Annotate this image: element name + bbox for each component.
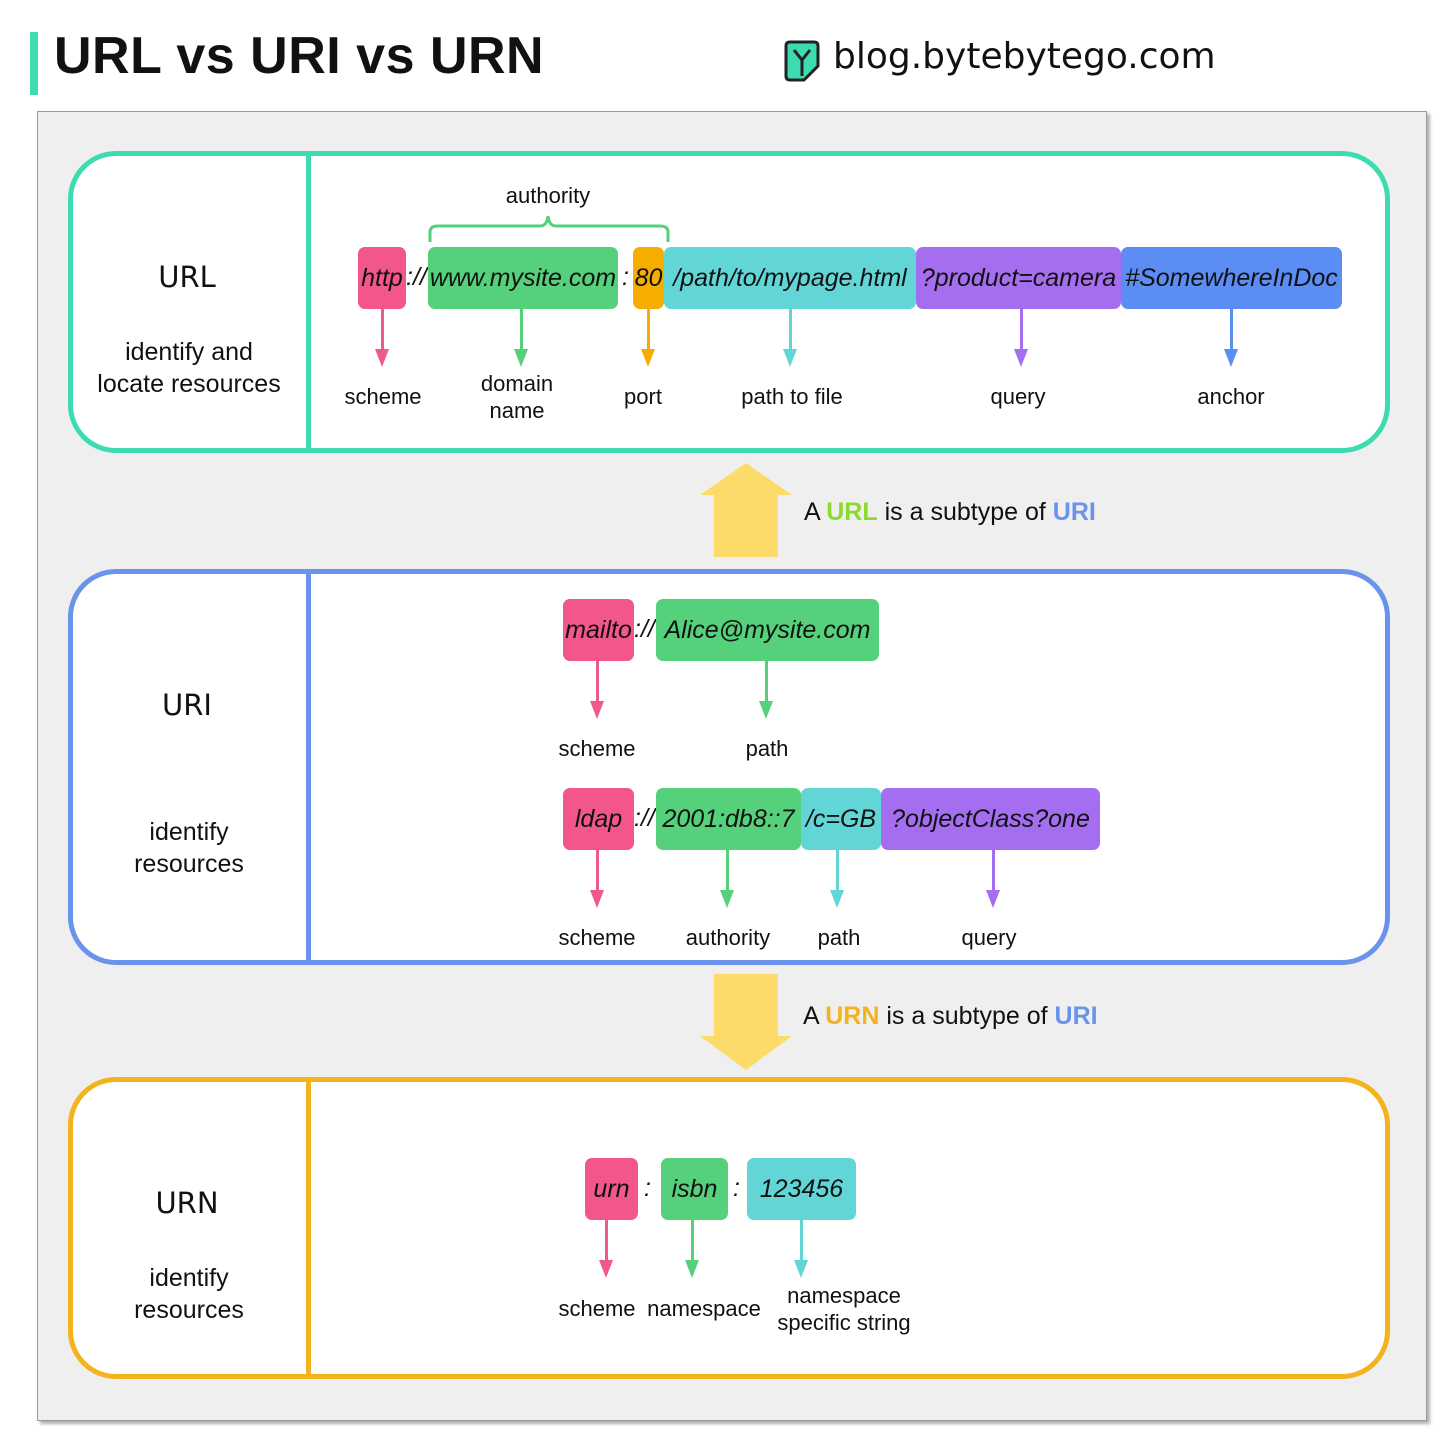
urn-desc-line1: identify bbox=[149, 1264, 229, 1292]
uri-title: URI bbox=[162, 688, 212, 722]
uri-mailto-path-box: Alice@mysite.com bbox=[656, 599, 879, 661]
url-divider bbox=[306, 156, 311, 448]
note-urn-middle: is a subtype of bbox=[886, 1002, 1048, 1030]
uri-mailto-scheme-arrow bbox=[590, 661, 604, 719]
uri-ldap-scheme-box: ldap bbox=[563, 788, 634, 850]
uri-ldap-authority-arrow bbox=[720, 850, 734, 908]
url-query-label: query bbox=[990, 384, 1046, 409]
uri-ldap-authority-label: authority bbox=[685, 925, 771, 950]
urn-subtype-note: A URN is a subtype of URI bbox=[803, 1002, 1098, 1031]
urn-divider bbox=[306, 1082, 311, 1374]
url-path-label: path to file bbox=[741, 384, 843, 409]
urn-nss-label-2: specific string bbox=[777, 1310, 911, 1335]
urn-namespace-label: namespace bbox=[647, 1296, 761, 1321]
url-port-box: 80 bbox=[633, 247, 664, 309]
url-scheme-arrow bbox=[375, 309, 389, 367]
uri-ldap-scheme-label: scheme bbox=[558, 925, 636, 950]
url-path-arrow bbox=[783, 309, 797, 367]
subtype-down-arrow bbox=[700, 974, 792, 1070]
uri-ldap-scheme-arrow bbox=[590, 850, 604, 908]
uri-desc-line1: identify bbox=[149, 818, 229, 846]
uri-ldap-path-box: /c=GB bbox=[801, 788, 881, 850]
uri-mailto-scheme-box: mailto bbox=[563, 599, 634, 661]
uri-ldap-query-label: query bbox=[961, 925, 1017, 950]
url-anchor-label: anchor bbox=[1197, 384, 1265, 409]
urn-title: URN bbox=[155, 1186, 219, 1220]
url-scheme-label: scheme bbox=[344, 384, 422, 409]
url-query-arrow bbox=[1014, 309, 1028, 367]
note-url-middle: is a subtype of bbox=[884, 498, 1046, 526]
uri-ldap-path-label: path bbox=[817, 925, 861, 950]
url-desc-line2: locate resources bbox=[97, 370, 281, 398]
url-anchor-arrow bbox=[1224, 309, 1238, 367]
url-sep-port: : bbox=[622, 263, 629, 291]
url-domain-arrow bbox=[514, 309, 528, 367]
url-scheme-box: http bbox=[358, 247, 406, 309]
url-anchor-box: #SomewhereInDoc bbox=[1121, 247, 1342, 309]
uri-ldap-sep: :// bbox=[634, 804, 655, 832]
subtype-up-arrow bbox=[700, 463, 792, 557]
note-url-subject: URL bbox=[826, 498, 878, 526]
url-port-arrow bbox=[641, 309, 655, 367]
uri-divider bbox=[306, 574, 311, 960]
uri-mailto-scheme-label: scheme bbox=[558, 736, 636, 761]
uri-desc-line2: resources bbox=[134, 850, 244, 878]
note-urn-prefix: A bbox=[803, 1002, 819, 1030]
url-domain-label-1: domain bbox=[480, 371, 554, 396]
urn-sep-2: : bbox=[733, 1174, 740, 1202]
url-subtype-note: A URL is a subtype of URI bbox=[804, 498, 1096, 527]
url-sep-scheme: :// bbox=[406, 263, 427, 291]
url-query-box: ?product=camera bbox=[916, 247, 1121, 309]
page-title: URL vs URI vs URN bbox=[54, 27, 545, 85]
title-accent-bar bbox=[30, 32, 38, 95]
urn-nss-arrow bbox=[794, 1220, 808, 1278]
uri-mailto-sep: :// bbox=[634, 615, 655, 643]
urn-nss-box: 123456 bbox=[747, 1158, 856, 1220]
urn-section: URN identify resources bbox=[68, 1077, 1390, 1379]
url-authority-brace bbox=[428, 215, 670, 242]
url-domain-label-2: name bbox=[489, 398, 545, 423]
url-domain-box: www.mysite.com bbox=[428, 247, 618, 309]
urn-sep-1: : bbox=[644, 1174, 651, 1202]
bytebytego-logo-icon bbox=[784, 40, 820, 82]
url-title: URL bbox=[158, 260, 216, 294]
url-port-label: port bbox=[624, 384, 662, 409]
note-urn-object: URI bbox=[1054, 1002, 1098, 1030]
urn-scheme-box: urn bbox=[585, 1158, 638, 1220]
urn-namespace-box: isbn bbox=[661, 1158, 728, 1220]
brand-link[interactable]: blog.bytebytego.com bbox=[833, 36, 1216, 77]
url-authority-label: authority bbox=[505, 183, 591, 208]
url-desc-line1: identify and bbox=[125, 338, 253, 366]
uri-ldap-authority-box: 2001:db8::7 bbox=[656, 788, 801, 850]
urn-scheme-label: scheme bbox=[558, 1296, 636, 1321]
note-url-prefix: A bbox=[804, 498, 820, 526]
uri-ldap-path-arrow bbox=[830, 850, 844, 908]
uri-mailto-path-arrow bbox=[759, 661, 773, 719]
urn-desc-line2: resources bbox=[134, 1296, 244, 1324]
note-urn-subject: URN bbox=[825, 1002, 880, 1030]
uri-ldap-query-box: ?objectClass?one bbox=[881, 788, 1100, 850]
note-url-object: URI bbox=[1052, 498, 1096, 526]
urn-nss-label-1: namespace bbox=[787, 1283, 901, 1308]
uri-ldap-query-arrow bbox=[986, 850, 1000, 908]
uri-mailto-path-label: path bbox=[745, 736, 789, 761]
url-path-box: /path/to/mypage.html bbox=[664, 247, 916, 309]
urn-scheme-arrow bbox=[599, 1220, 613, 1278]
urn-namespace-arrow bbox=[685, 1220, 699, 1278]
